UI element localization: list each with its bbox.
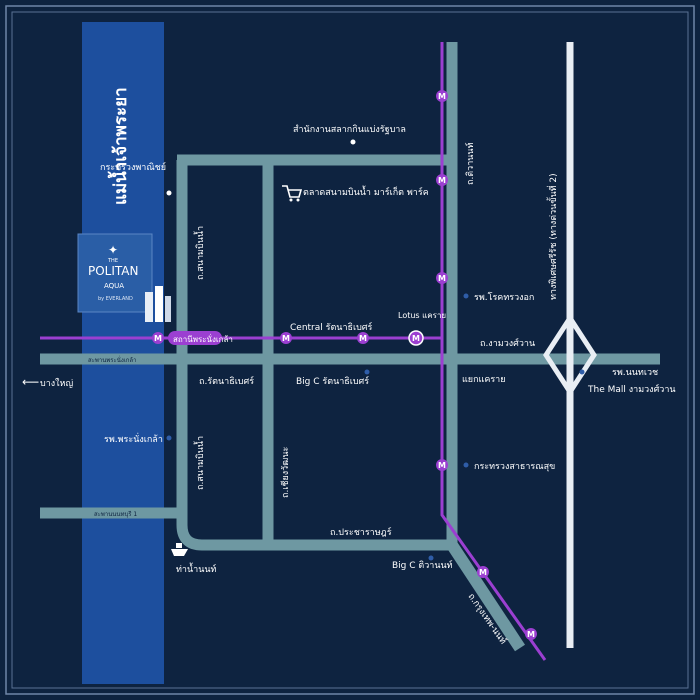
label-lotus-khaerai: Lotus แคราย: [398, 311, 446, 320]
poi-dot-icon: [463, 462, 469, 468]
label-sanambinnam-market: ตลาดสนามบินน้ำ มาร์เก็ต พาร์ค: [303, 185, 429, 198]
poi-dot-icon: [364, 369, 370, 375]
svg-text:M: M: [412, 334, 420, 343]
label-phranangklao-hospital: รพ.พระนั่งเกล้า: [104, 432, 163, 445]
label-bigc-tiwanon: Big C ติวานนท์: [392, 559, 453, 571]
project-logo-box: [77, 233, 153, 313]
poi-dot-icon: [350, 139, 356, 145]
metro-station-icon: M: [357, 332, 369, 344]
svg-text:M: M: [359, 334, 367, 343]
label-bridge-nonthaburi1: สะพานนนทบุรี 1: [94, 510, 137, 518]
arrow-left-icon: ⟵: [22, 375, 39, 389]
svg-text:M: M: [479, 568, 487, 577]
label-lottery-office-text: สำนักงานสลากกินแบ่งรัฐบาล: [293, 124, 406, 135]
metro-station-icon: M: [152, 332, 164, 344]
shopping-cart-icon: [282, 185, 303, 202]
svg-text:M: M: [527, 630, 535, 639]
label-expressway: ทางพิเศษศรีรัช (ทางด่วนขั้นที่ 2): [546, 173, 559, 300]
project-name: POLITAN: [88, 264, 139, 278]
poi-dot-icon: [166, 435, 172, 441]
metro-station-icon: M: [436, 272, 448, 284]
poi-dot-icon: [428, 555, 434, 561]
metro-station-icon: M: [280, 332, 292, 344]
label-sanambinnam-lower: ถ.สนามบินน้ำ: [193, 436, 206, 490]
metro-station-icon: M: [477, 566, 489, 578]
metro-station-icon: M: [436, 90, 448, 102]
label-rattanathibet: ถ.รัตนาธิเบศร์: [199, 375, 254, 387]
label-khaerai-intersection: แยกแคราย: [462, 375, 506, 385]
label-ngamwongwan: ถ.งามวงศ์วาน: [480, 337, 535, 349]
poi-dot-icon: [579, 369, 585, 375]
metro-station-icon: M: [436, 174, 448, 186]
label-bigc-rattanathibet: Big C รัตนาธิเบศร์: [296, 375, 369, 387]
label-bang-yai: บางใหญ่: [40, 378, 73, 389]
label-sanambinnam-upper: ถ.สนามบินน้ำ: [193, 226, 206, 280]
project-building-icon: [145, 286, 171, 322]
svg-text:M: M: [438, 461, 446, 470]
metro-station-icon: M: [525, 628, 537, 640]
road-sanambinnam: [176, 160, 452, 551]
poi-dot-icon: [463, 293, 469, 299]
label-nonthavej-hospital: รพ.นนทเวช: [612, 368, 658, 378]
label-chiangwattana: ถ.เชียงวัฒนะ: [280, 447, 291, 498]
map-frame-inner: [11, 11, 689, 689]
svg-text:M: M: [154, 334, 162, 343]
label-prachachuen: ถ.ประชาราษฎร์: [330, 526, 392, 538]
road-krungthep-nonthaburi: [446, 541, 526, 652]
label-bridge-phranangklao: สะพานพระนั่งเกล้า: [88, 356, 136, 364]
label-tiwanon: ถ.ติวานนท์: [464, 142, 476, 185]
label-nonthaburi-pier: ท่าน้ำนนท์: [176, 562, 216, 575]
metro-station-icon: M: [436, 459, 448, 471]
label-lottery-office: สำนักงานสลากกินแบ่งรัฐบาล: [293, 124, 406, 135]
project-star-icon: ✦: [108, 243, 118, 257]
label-the-mall: The Mall งามวงศ์วาน: [587, 383, 676, 395]
label-chest-hospital: รพ.โรคทรวงอก: [474, 292, 534, 303]
poi-dot-icon: [166, 190, 172, 196]
svg-text:M: M: [438, 274, 446, 283]
metro-station-label-bg: [168, 331, 222, 345]
project-brand-top: THE: [107, 258, 118, 264]
svg-text:M: M: [438, 92, 446, 101]
metro-station-icon: M: [408, 330, 424, 346]
svg-text:M: M: [282, 334, 290, 343]
project-sub: AQUA: [104, 282, 124, 290]
project-developer: by EVERLAND: [98, 296, 133, 302]
expressway-interchange: [543, 313, 597, 397]
map-frame-outer: [5, 5, 695, 695]
label-central-rattanathibet: Central รัตนาธิเบศร์: [290, 321, 373, 333]
boat-icon: [171, 543, 188, 556]
river-label: แม่น้ำเจ้าพระยา: [107, 87, 131, 205]
svg-text:M: M: [438, 176, 446, 185]
metro-station-label: สถานีพระนั่งเกล้า: [173, 333, 233, 344]
river: [82, 22, 164, 684]
label-public-health-ministry: กระทรวงสาธารณสุข: [474, 462, 555, 472]
label-ministry-commerce: กระทรวงพาณิชย์: [100, 161, 166, 173]
